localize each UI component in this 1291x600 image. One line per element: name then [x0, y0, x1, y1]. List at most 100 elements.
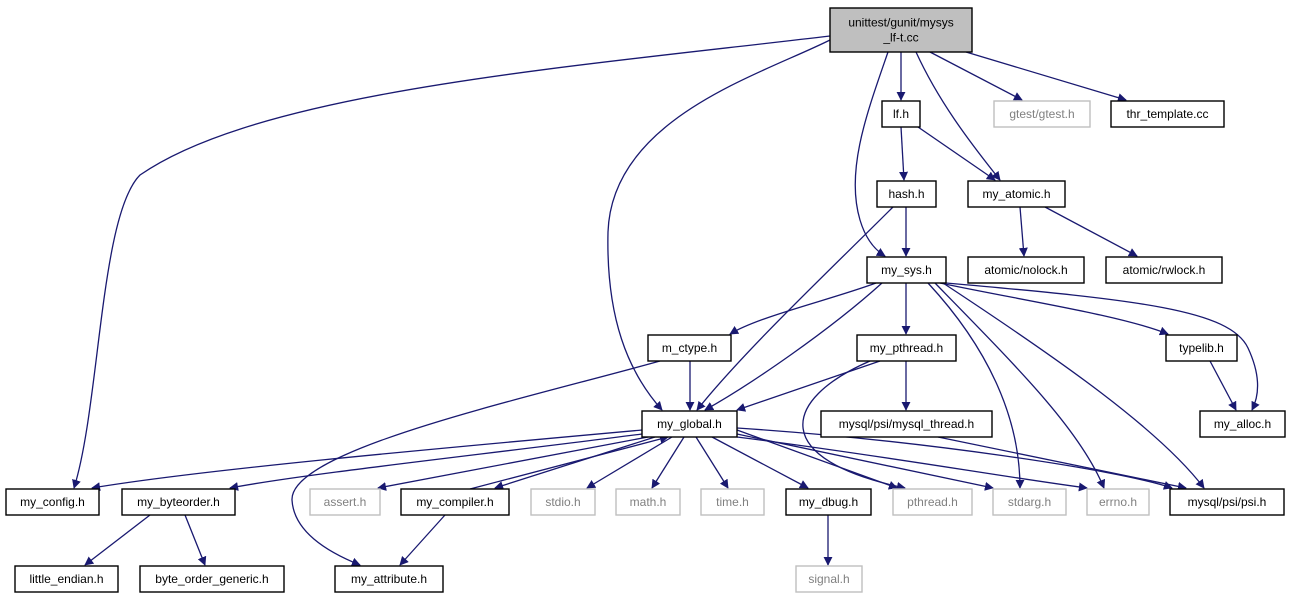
node-label: time.h: [716, 495, 749, 509]
node-label: gtest/gtest.h: [1009, 107, 1074, 121]
node-box: [1105, 256, 1223, 284]
node-m-ctype[interactable]: m_ctype.h: [647, 334, 732, 362]
node-label: stdio.h: [545, 495, 580, 509]
edge-my-sys-to-psi: [942, 282, 1205, 489]
node-box: [881, 100, 921, 128]
node-label: my_byteorder.h: [137, 495, 220, 509]
node-mysql-thread[interactable]: mysql/psi/mysql_thread.h: [820, 410, 993, 438]
edge-lf-to-my-atomic: [917, 126, 996, 181]
edge-typelib-to-my-alloc: [1209, 360, 1237, 411]
node-box: [530, 488, 596, 516]
node-stdio[interactable]: stdio.h: [530, 488, 596, 516]
edge-my-global-to-time: [695, 436, 729, 489]
edge-my-global-to-my-compiler: [494, 436, 656, 490]
node-label: lf.h: [893, 107, 909, 121]
edge-my-sys-to-my-alloc: [945, 282, 1260, 411]
node-thr-template[interactable]: thr_template.cc: [1110, 100, 1225, 128]
node-psi[interactable]: mysql/psi/psi.h: [1169, 488, 1285, 516]
node-box: [14, 565, 119, 593]
edge-layer: [72, 35, 1260, 567]
node-assert[interactable]: assert.h: [309, 488, 381, 516]
edge-root-to-my-config: [72, 35, 831, 489]
node-box: [866, 256, 947, 284]
node-typelib[interactable]: typelib.h: [1165, 334, 1238, 362]
node-box: [967, 256, 1085, 284]
edge-root-to-gtest: [929, 51, 1023, 101]
node-label: assert.h: [324, 495, 367, 509]
node-my-alloc[interactable]: my_alloc.h: [1199, 410, 1286, 438]
node-label: hash.h: [888, 187, 924, 201]
node-my-config[interactable]: my_config.h: [5, 488, 100, 516]
node-signal[interactable]: signal.h: [795, 565, 863, 593]
edge-my-global-to-assert: [377, 436, 649, 491]
node-my-byteorder[interactable]: my_byteorder.h: [121, 488, 236, 516]
edge-my-global-to-psi: [736, 427, 1173, 490]
node-box: [785, 488, 872, 516]
edge-my-compiler-to-my-attribute: [399, 514, 446, 566]
node-my-attribute[interactable]: my_attribute.h: [334, 565, 444, 593]
edge-my-pthread-to-pthread: [802, 360, 906, 491]
node-box: [334, 565, 444, 593]
edge-my-byteorder-to-little-endian: [84, 514, 151, 566]
edge-my-sys-to-errno: [934, 282, 1106, 489]
edge-root-to-thr-template: [965, 51, 1127, 102]
node-hash[interactable]: hash.h: [876, 180, 937, 208]
node-label: unittest/gunit/mysys: [848, 16, 953, 30]
node-root[interactable]: unittest/gunit/mysys_lf-t.cc: [829, 7, 973, 53]
node-box: [1086, 488, 1150, 516]
node-byte-order-generic[interactable]: byte_order_generic.h: [139, 565, 285, 593]
node-my-dbug[interactable]: my_dbug.h: [785, 488, 872, 516]
edge-my-global-to-my-dbug: [711, 436, 809, 489]
node-box: [1199, 410, 1286, 438]
node-label: stdarg.h: [1008, 495, 1051, 509]
node-pthread[interactable]: pthread.h: [892, 488, 973, 516]
node-box: [309, 488, 381, 516]
node-label: pthread.h: [907, 495, 958, 509]
node-label: mysql/psi/mysql_thread.h: [839, 417, 974, 431]
edge-root-to-my-atomic: [915, 51, 1001, 181]
node-math[interactable]: math.h: [615, 488, 681, 516]
edge-my-global-to-my-config: [91, 429, 643, 492]
node-label: errno.h: [1099, 495, 1137, 509]
edge-mysql-thread-to-psi: [937, 436, 1187, 491]
node-box: [856, 334, 957, 362]
node-atomic-rwlock[interactable]: atomic/rwlock.h: [1105, 256, 1223, 284]
node-label: my_dbug.h: [799, 495, 858, 509]
node-my-atomic[interactable]: my_atomic.h: [967, 180, 1066, 208]
node-box: [829, 7, 973, 53]
node-label: signal.h: [808, 572, 849, 586]
edge-root-to-my-sys: [854, 51, 889, 257]
node-label: typelib.h: [1179, 341, 1224, 355]
edge-m-ctype-to-my-attribute: [291, 360, 661, 567]
edge-my-global-to-errno: [736, 436, 1088, 492]
node-label: my_compiler.h: [416, 495, 493, 509]
node-label: atomic/rwlock.h: [1123, 263, 1206, 277]
node-label: my_alloc.h: [1214, 417, 1271, 431]
node-box: [820, 410, 993, 438]
edge-my-sys-to-typelib: [939, 282, 1169, 336]
node-label: my_global.h: [657, 417, 722, 431]
node-box: [121, 488, 236, 516]
node-box: [615, 488, 681, 516]
edge-my-atomic-to-atomic-rwlock: [1044, 206, 1138, 257]
edge-my-pthread-to-my-global: [736, 360, 881, 412]
node-box: [647, 334, 732, 362]
node-lf[interactable]: lf.h: [881, 100, 921, 128]
node-box: [795, 565, 863, 593]
node-label: my_config.h: [20, 495, 85, 509]
node-box: [1165, 334, 1238, 362]
edge-my-byteorder-to-byte-order-generic: [184, 514, 207, 566]
node-my-sys[interactable]: my_sys.h: [866, 256, 947, 284]
edge-my-global-to-stdio: [586, 436, 673, 489]
node-stdarg[interactable]: stdarg.h: [992, 488, 1067, 516]
node-time[interactable]: time.h: [700, 488, 765, 516]
node-little-endian[interactable]: little_endian.h: [14, 565, 119, 593]
edge-my-sys-to-stdarg: [927, 282, 1025, 489]
node-gtest[interactable]: gtest/gtest.h: [993, 100, 1091, 128]
node-my-pthread[interactable]: my_pthread.h: [856, 334, 957, 362]
node-errno[interactable]: errno.h: [1086, 488, 1150, 516]
node-atomic-nolock[interactable]: atomic/nolock.h: [967, 256, 1085, 284]
node-my-global[interactable]: my_global.h: [641, 410, 738, 438]
node-label: _lf-t.cc: [882, 31, 918, 45]
node-my-compiler[interactable]: my_compiler.h: [400, 488, 510, 516]
